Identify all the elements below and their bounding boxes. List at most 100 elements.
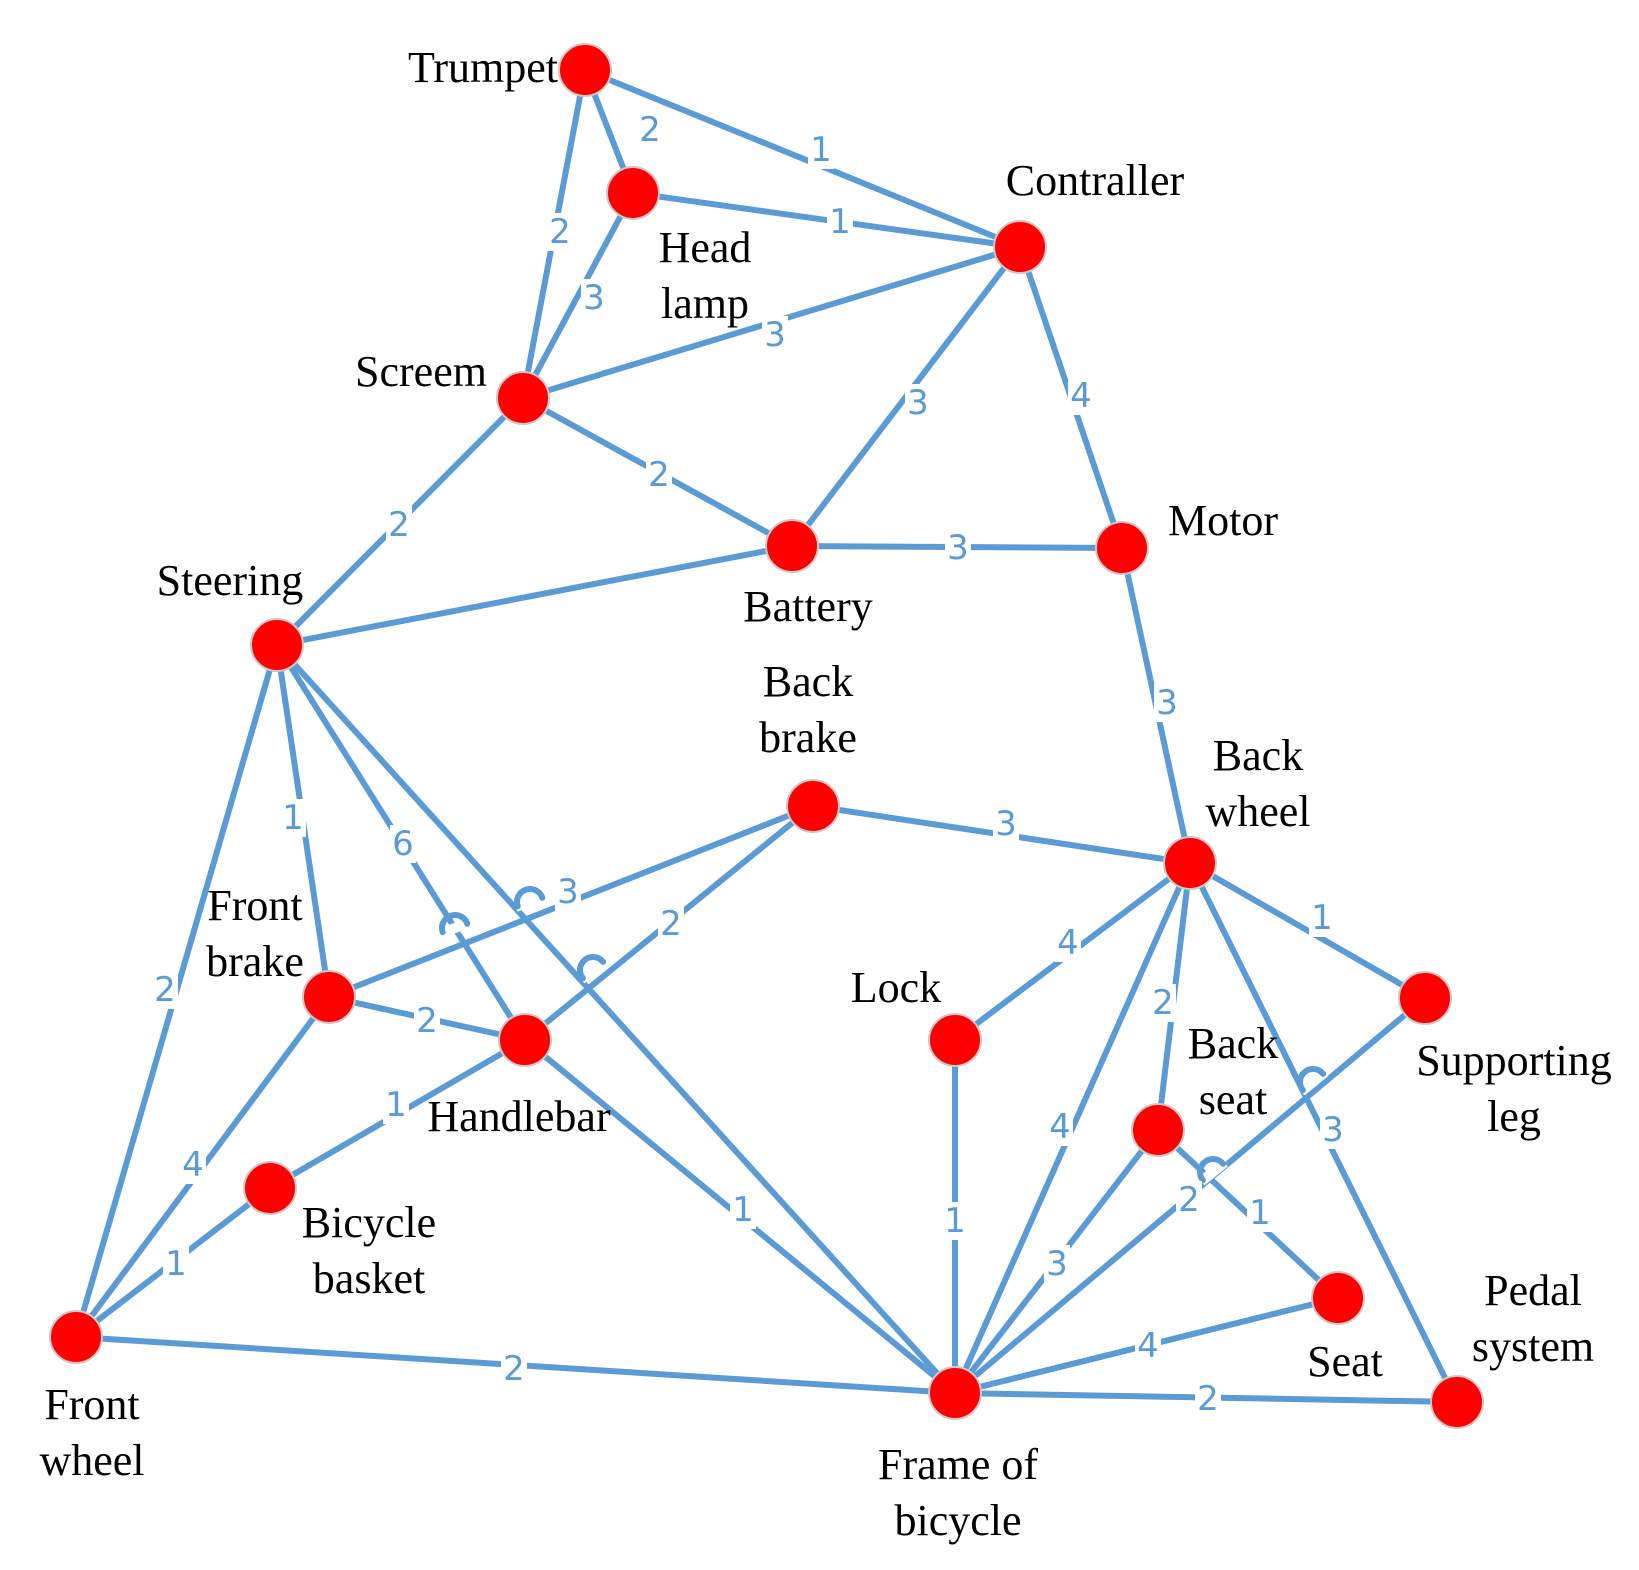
node-supporting-leg[interactable]	[1398, 971, 1452, 1025]
edge-weight-background	[637, 111, 663, 149]
edge-weight-handlebar-frame: 1	[732, 1190, 754, 1230]
edge-trumpet-contraller	[582, 67, 1023, 250]
edge-weight-background	[1044, 1245, 1070, 1283]
edge-weight-background	[1055, 924, 1081, 962]
edge-head-lamp-screem	[520, 190, 636, 401]
edge-weight-background	[1309, 899, 1335, 937]
edge-weight-background	[581, 279, 607, 317]
edge-crossing-hop	[1197, 1156, 1228, 1186]
node-contraller[interactable]	[993, 220, 1047, 274]
node-battery[interactable]	[765, 519, 819, 573]
edge-weight-background	[555, 873, 581, 911]
node-front-brake[interactable]	[302, 970, 356, 1024]
edge-back-wheel-supporting-leg	[1187, 860, 1428, 1001]
node-label-trumpet: Trumpet	[408, 43, 558, 92]
edge-weight-background	[386, 506, 412, 544]
edge-weight-screem-contraller: 3	[764, 315, 786, 355]
node-front-wheel[interactable]	[49, 1310, 103, 1364]
edge-weight-background	[414, 1002, 440, 1040]
edge-weight-supporting-leg-frame: 2	[1178, 1180, 1200, 1220]
edge-weight-front-brake-handlebar: 2	[416, 1001, 438, 1041]
edge-weight-steering-handlebar: 6	[392, 824, 414, 864]
edge-steering-battery	[274, 543, 795, 648]
edge-weight-steering-front-brake: 1	[282, 798, 304, 838]
edge-weight-background	[1150, 984, 1176, 1022]
edge-weight-background	[1068, 377, 1094, 415]
edge-weight-trumpet-contraller: 1	[810, 130, 832, 170]
edge-weight-head-lamp-screem: 3	[583, 278, 605, 318]
edge-weight-front-brake-back-brake: 3	[557, 872, 579, 912]
edge-weight-background	[1320, 1111, 1346, 1149]
node-lock[interactable]	[928, 1013, 982, 1067]
edge-weight-back-wheel-lock: 4	[1057, 923, 1079, 963]
node-label-motor: Motor	[1168, 496, 1278, 545]
edge-weight-background	[390, 825, 416, 863]
edge-weight-background	[1195, 1380, 1221, 1418]
edge-weight-background	[730, 1191, 756, 1229]
edge-weight-seat-frame: 4	[1137, 1326, 1159, 1366]
edge-weight-background	[501, 1350, 527, 1388]
node-label-seat: Seat	[1307, 1337, 1383, 1386]
edge-weight-frame-pedal-system: 2	[1197, 1379, 1219, 1419]
edge-weight-background	[1176, 1181, 1202, 1219]
node-motor[interactable]	[1095, 521, 1149, 575]
edge-weight-trumpet-head-lamp: 2	[639, 110, 661, 150]
edge-weight-back-brake-back-wheel: 3	[995, 804, 1017, 844]
node-back-wheel[interactable]	[1163, 836, 1217, 890]
edge-weight-background	[942, 1202, 968, 1240]
edge-weight-background	[762, 316, 788, 354]
edge-weight-handlebar-bicycle-basket: 1	[385, 1085, 407, 1125]
edge-weight-handlebar-back-brake: 2	[660, 904, 682, 944]
edge-weight-background	[1135, 1327, 1161, 1365]
node-pedal-system[interactable]	[1430, 1375, 1484, 1429]
node-label-handlebar: Handlebar	[427, 1092, 611, 1141]
node-label-lock: Lock	[851, 963, 941, 1012]
edge-crossing-hop	[514, 886, 546, 912]
edge-weight-background	[163, 1245, 189, 1283]
node-label-contraller: Contraller	[1006, 156, 1185, 205]
edge-weight-contraller-battery: 3	[907, 383, 929, 423]
nodes-layer	[49, 43, 1484, 1429]
edge-weight-screem-battery: 2	[648, 455, 670, 495]
edge-weight-background	[827, 203, 853, 241]
edge-weight-front-brake-front-wheel: 4	[182, 1145, 204, 1185]
edge-weight-back-wheel-pedal-system: 3	[1322, 1110, 1344, 1150]
node-screem[interactable]	[496, 371, 550, 425]
node-head-lamp[interactable]	[606, 166, 660, 220]
edge-weight-background	[808, 131, 834, 169]
node-back-brake[interactable]	[786, 779, 840, 833]
node-steering[interactable]	[250, 618, 304, 672]
edge-weight-background	[658, 905, 684, 943]
edge-weight-front-wheel-frame: 2	[503, 1349, 525, 1389]
node-back-seat[interactable]	[1131, 1103, 1185, 1157]
edge-weight-head-lamp-contraller: 1	[829, 202, 851, 242]
node-seat[interactable]	[1311, 1271, 1365, 1325]
node-trumpet[interactable]	[558, 43, 612, 97]
node-frame[interactable]	[928, 1366, 982, 1420]
edge-weight-screem-steering: 2	[388, 505, 410, 545]
edge-weight-background	[1154, 684, 1180, 722]
edge-weight-background	[1047, 1108, 1073, 1146]
edge-weight-back-wheel-frame: 4	[1049, 1107, 1071, 1147]
edge-crossing-hop	[1297, 1066, 1328, 1096]
node-label-steering: Steering	[157, 556, 304, 605]
edge-weight-motor-back-wheel: 3	[1156, 683, 1178, 723]
edge-weight-background	[993, 805, 1019, 843]
node-bicycle-basket[interactable]	[243, 1161, 297, 1215]
edge-weight-background	[383, 1086, 409, 1124]
edge-weight-bicycle-basket-front-wheel: 1	[165, 1244, 187, 1284]
edge-weight-battery-motor: 3	[947, 528, 969, 568]
node-handlebar[interactable]	[498, 1013, 552, 1067]
edge-head-lamp-contraller	[630, 190, 1023, 250]
edge-crossing-hop	[577, 954, 608, 984]
edge-weight-background	[180, 1146, 206, 1184]
edge-crossing-hop	[439, 912, 471, 938]
